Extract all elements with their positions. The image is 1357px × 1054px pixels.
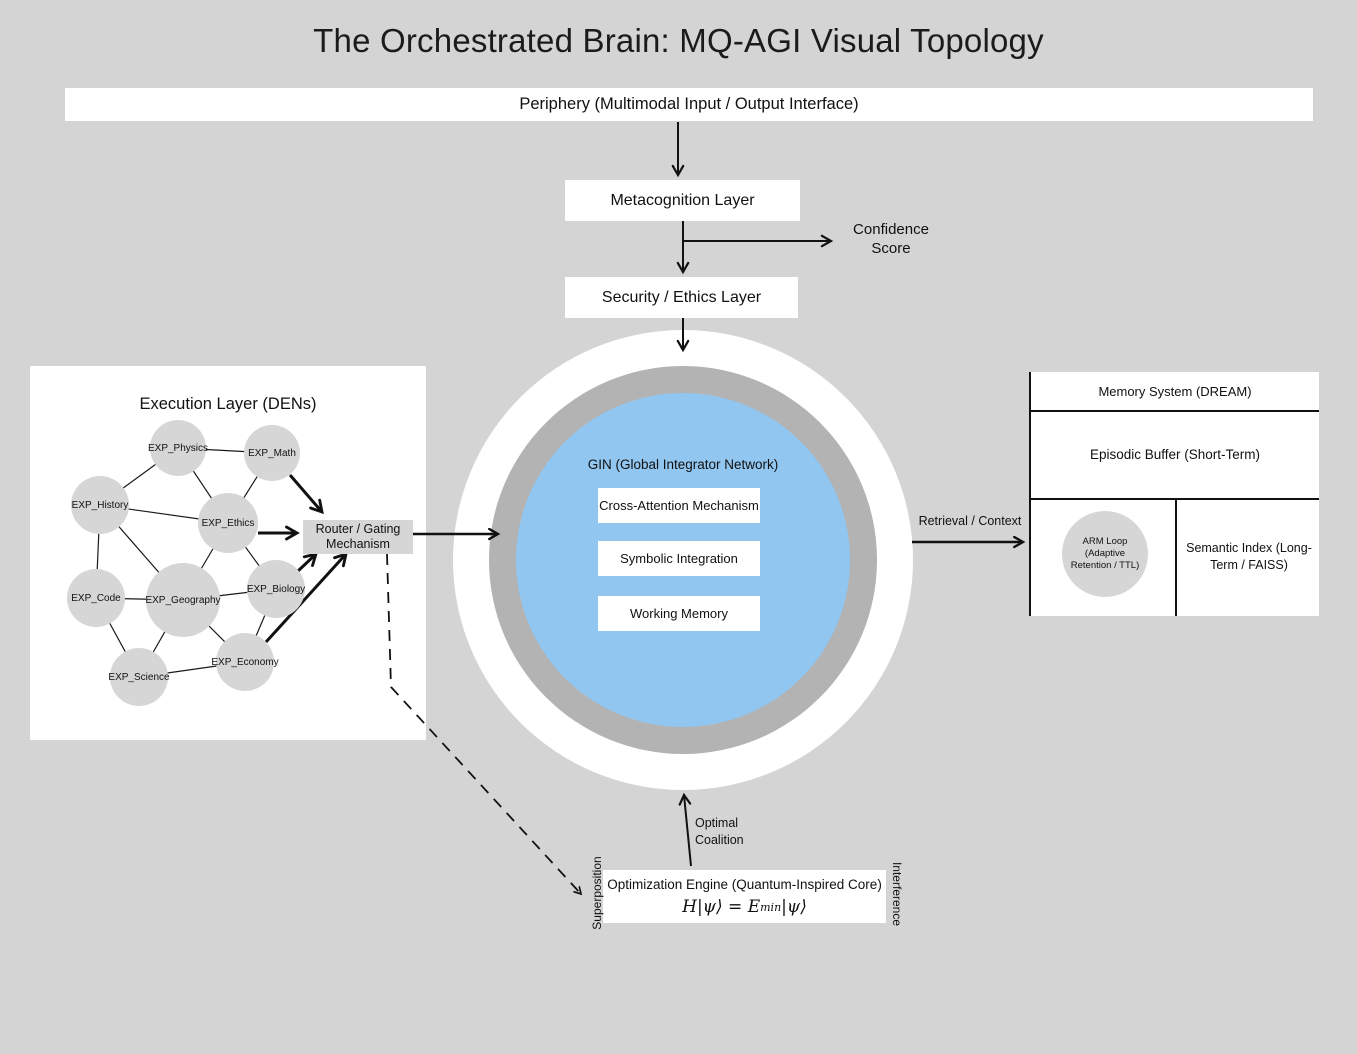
den-node-math: EXP_Math: [244, 425, 300, 481]
security-ethics-layer-box: Security / Ethics Layer: [565, 277, 798, 318]
execution-layer-title: Execution Layer (DENs): [139, 394, 317, 413]
memory-system-title: Memory System (DREAM): [1098, 383, 1252, 399]
formula-sub: min: [760, 900, 782, 914]
formula-ket1: |ψ⟩: [696, 897, 723, 917]
formula-lhs: H: [682, 897, 697, 917]
den-node-economy: EXP_Economy: [211, 633, 279, 691]
formula-ket2: |ψ⟩: [781, 897, 807, 917]
gin-module-working-memory: Working Memory: [598, 596, 760, 631]
router-label-line2: Mechanism: [326, 537, 390, 551]
periphery-bar: Periphery (Multimodal Input / Output Int…: [65, 88, 1313, 121]
memory-vertical-divider: [1175, 498, 1177, 616]
formula-eq: =: [722, 897, 748, 917]
confidence-score-label: Confidence Score: [853, 221, 929, 257]
arm-loop-label: ARM Loop (Adaptive Retention / TTL): [1070, 536, 1140, 571]
router-gating-box: Router / Gating Mechanism: [303, 520, 413, 554]
memory-divider-top: [1031, 410, 1319, 412]
optimal-coalition-label: Optimal Coalition: [695, 816, 744, 847]
gin-module-symbolic-integration: Symbolic Integration: [598, 541, 760, 576]
arm-loop-circle: ARM Loop (Adaptive Retention / TTL): [1062, 511, 1148, 597]
optimization-engine-title: Optimization Engine (Quantum-Inspired Co…: [607, 876, 882, 892]
gin-label: GIN (Global Integrator Network): [587, 456, 779, 472]
den-node-geography: EXP_Geography: [145, 563, 221, 637]
den-node-code: EXP_Code: [67, 569, 125, 627]
interference-label: Interference: [890, 861, 904, 927]
optimization-engine-box: Optimization Engine (Quantum-Inspired Co…: [603, 870, 886, 923]
retrieval-context-label: Retrieval / Context: [918, 514, 1022, 528]
den-node-ethics: EXP_Ethics: [198, 493, 258, 553]
semantic-index-cell: Semantic Index (Long-Term / FAISS): [1179, 498, 1319, 616]
superposition-label: Superposition: [590, 856, 604, 930]
page-title: The Orchestrated Brain: MQ-AGI Visual To…: [313, 22, 1044, 59]
gin-module-cross-attention: Cross-Attention Mechanism: [598, 488, 760, 523]
den-node-physics: EXP_Physics: [148, 420, 208, 476]
metacognition-layer-box: Metacognition Layer: [565, 180, 800, 221]
semantic-index-label: Semantic Index (Long-Term / FAISS): [1186, 541, 1312, 572]
router-label-line1: Router / Gating: [315, 522, 401, 536]
episodic-buffer-cell: Episodic Buffer (Short-Term): [1089, 446, 1261, 462]
den-node-biology: EXP_Biology: [247, 560, 305, 618]
den-node-science: EXP_Science: [108, 648, 170, 706]
memory-system-panel: Memory System (DREAM) Episodic Buffer (S…: [1029, 372, 1319, 616]
den-node-history: EXP_History: [71, 476, 129, 534]
formula-rhs: E: [747, 897, 761, 917]
